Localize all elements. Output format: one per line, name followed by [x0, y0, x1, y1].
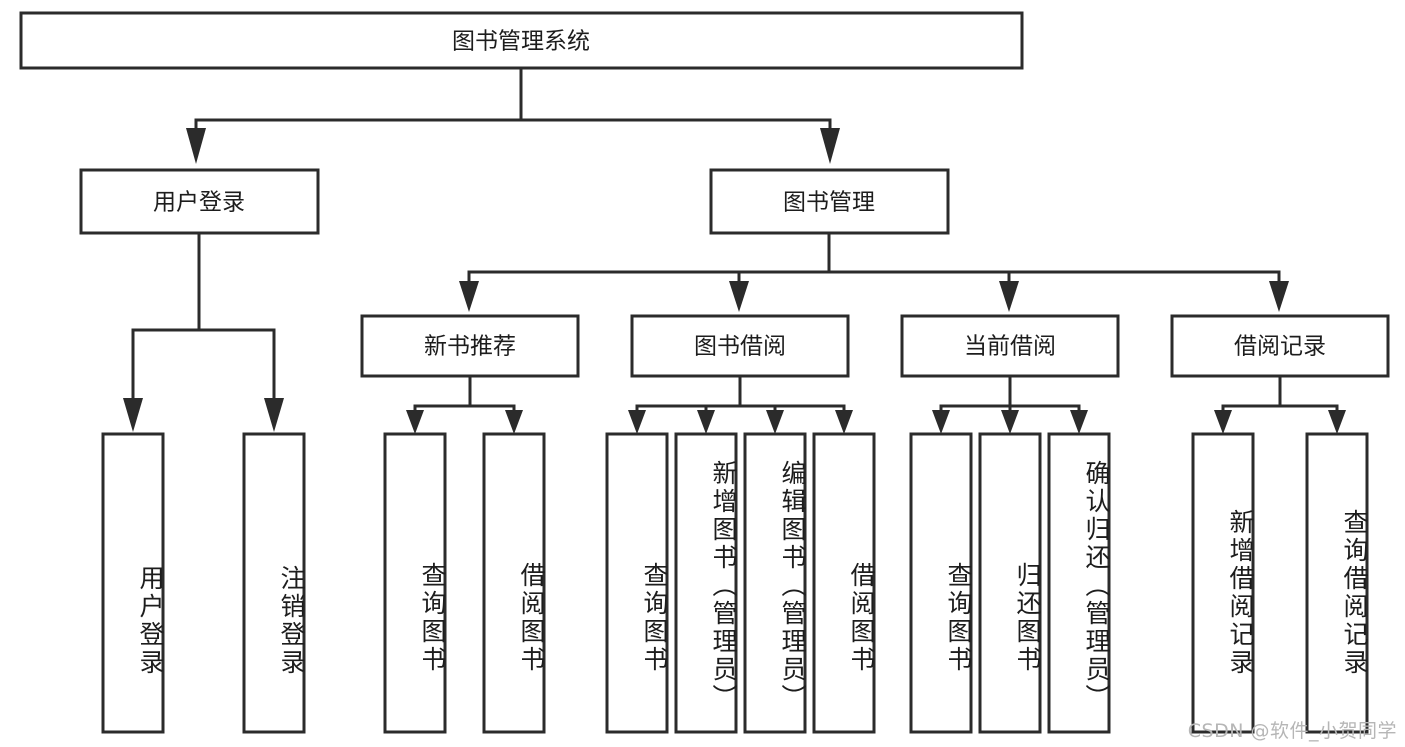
leaf-box-bb-query-book[interactable] [605, 432, 669, 734]
arrow-bb-leaf-1 [628, 410, 646, 434]
leaf-box-bb-edit-book[interactable] [743, 432, 807, 734]
arrow-cb-leaf-3 [1070, 410, 1088, 434]
leaf-box-logout[interactable] [242, 432, 306, 734]
current-borrow-label: 当前借阅 [964, 334, 1056, 360]
arrow-to-new-book-recommend [459, 281, 479, 312]
arrow-to-leaf-user-login [123, 398, 143, 432]
new-book-recommend-label: 新书推荐 [424, 334, 516, 360]
arrow-to-book-manage [820, 128, 840, 164]
leaf-box-nbr-query-book[interactable] [383, 432, 447, 734]
leaf-label-bb-edit-book: 编辑图书（管理员） [778, 460, 807, 712]
new-book-recommend-box[interactable] [360, 314, 580, 378]
current-borrow-box[interactable] [900, 314, 1120, 378]
book-borrow-box[interactable] [630, 314, 850, 378]
arrow-to-user-login [186, 128, 206, 164]
leaf-label-cb-return-book: 归还图书 [1013, 562, 1042, 674]
leaf-box-br-add-record[interactable] [1191, 432, 1255, 734]
leaf-label-cb-confirm-return: 确认归还（管理员） [1082, 460, 1111, 712]
root-label: 图书管理系统 [452, 29, 590, 55]
csdn-watermark: CSDN @软件_小贺同学 [1187, 720, 1397, 742]
arrow-cb-leaf-2 [1001, 410, 1019, 434]
leaf-label-br-query-record: 查询借阅记录 [1340, 509, 1369, 677]
leaf-box-nbr-borrow-book[interactable] [482, 432, 546, 734]
leaf-label-bb-query-book: 查询图书 [640, 562, 669, 674]
node-borrow-record[interactable]: 借阅记录 [1170, 314, 1390, 378]
book-manage-label: 图书管理 [783, 190, 875, 216]
leaf-label-nbr-query-book: 查询图书 [418, 562, 447, 674]
node-new-book-recommend[interactable]: 新书推荐 [360, 314, 580, 378]
root-box[interactable] [19, 11, 1024, 70]
leaf-box-cb-return-book[interactable] [978, 432, 1042, 734]
arrow-br-leaf-2 [1328, 410, 1346, 434]
leaf-box-bb-borrow-book[interactable] [812, 432, 876, 734]
node-root[interactable]: 图书管理系统 [19, 11, 1024, 70]
arrow-br-leaf-1 [1214, 410, 1232, 434]
arrow-bb-leaf-2 [697, 410, 715, 434]
leaf-box-cb-query-book[interactable] [909, 432, 973, 734]
leaf-box-cb-confirm-return[interactable] [1047, 432, 1111, 734]
leaf-label-nbr-borrow-book: 借阅图书 [517, 562, 546, 674]
leaf-box-bb-add-book[interactable] [674, 432, 738, 734]
arrow-to-book-borrow [729, 281, 749, 312]
leaf-box-br-query-record[interactable] [1305, 432, 1369, 734]
arrow-cb-leaf-1 [932, 410, 950, 434]
node-current-borrow[interactable]: 当前借阅 [900, 314, 1120, 378]
node-user-login[interactable]: 用户登录 [79, 168, 320, 235]
borrow-record-label: 借阅记录 [1234, 334, 1326, 360]
leaf-label-bb-add-book: 新增图书（管理员） [709, 460, 738, 712]
arrow-bb-leaf-4 [835, 410, 853, 434]
leaf-label-logout: 注销登录 [277, 565, 306, 677]
book-borrow-label: 图书借阅 [694, 334, 786, 360]
node-book-borrow[interactable]: 图书借阅 [630, 314, 850, 378]
leaf-label-br-add-record: 新增借阅记录 [1226, 509, 1255, 677]
arrow-bb-leaf-3 [766, 410, 784, 434]
leaf-label-user-login: 用户登录 [136, 565, 165, 677]
user-login-label: 用户登录 [153, 190, 245, 216]
arrow-nbr-leaf-1 [406, 410, 424, 434]
arrow-to-borrow-record [1269, 281, 1289, 312]
leaf-box-user-login[interactable] [101, 432, 165, 734]
leaf-label-bb-borrow-book: 借阅图书 [847, 562, 876, 674]
leaf-label-cb-query-book: 查询图书 [944, 562, 973, 674]
arrow-to-leaf-logout [264, 398, 284, 432]
arrow-to-current-borrow [999, 281, 1019, 312]
arrow-nbr-leaf-2 [505, 410, 523, 434]
node-book-manage[interactable]: 图书管理 [709, 168, 950, 235]
